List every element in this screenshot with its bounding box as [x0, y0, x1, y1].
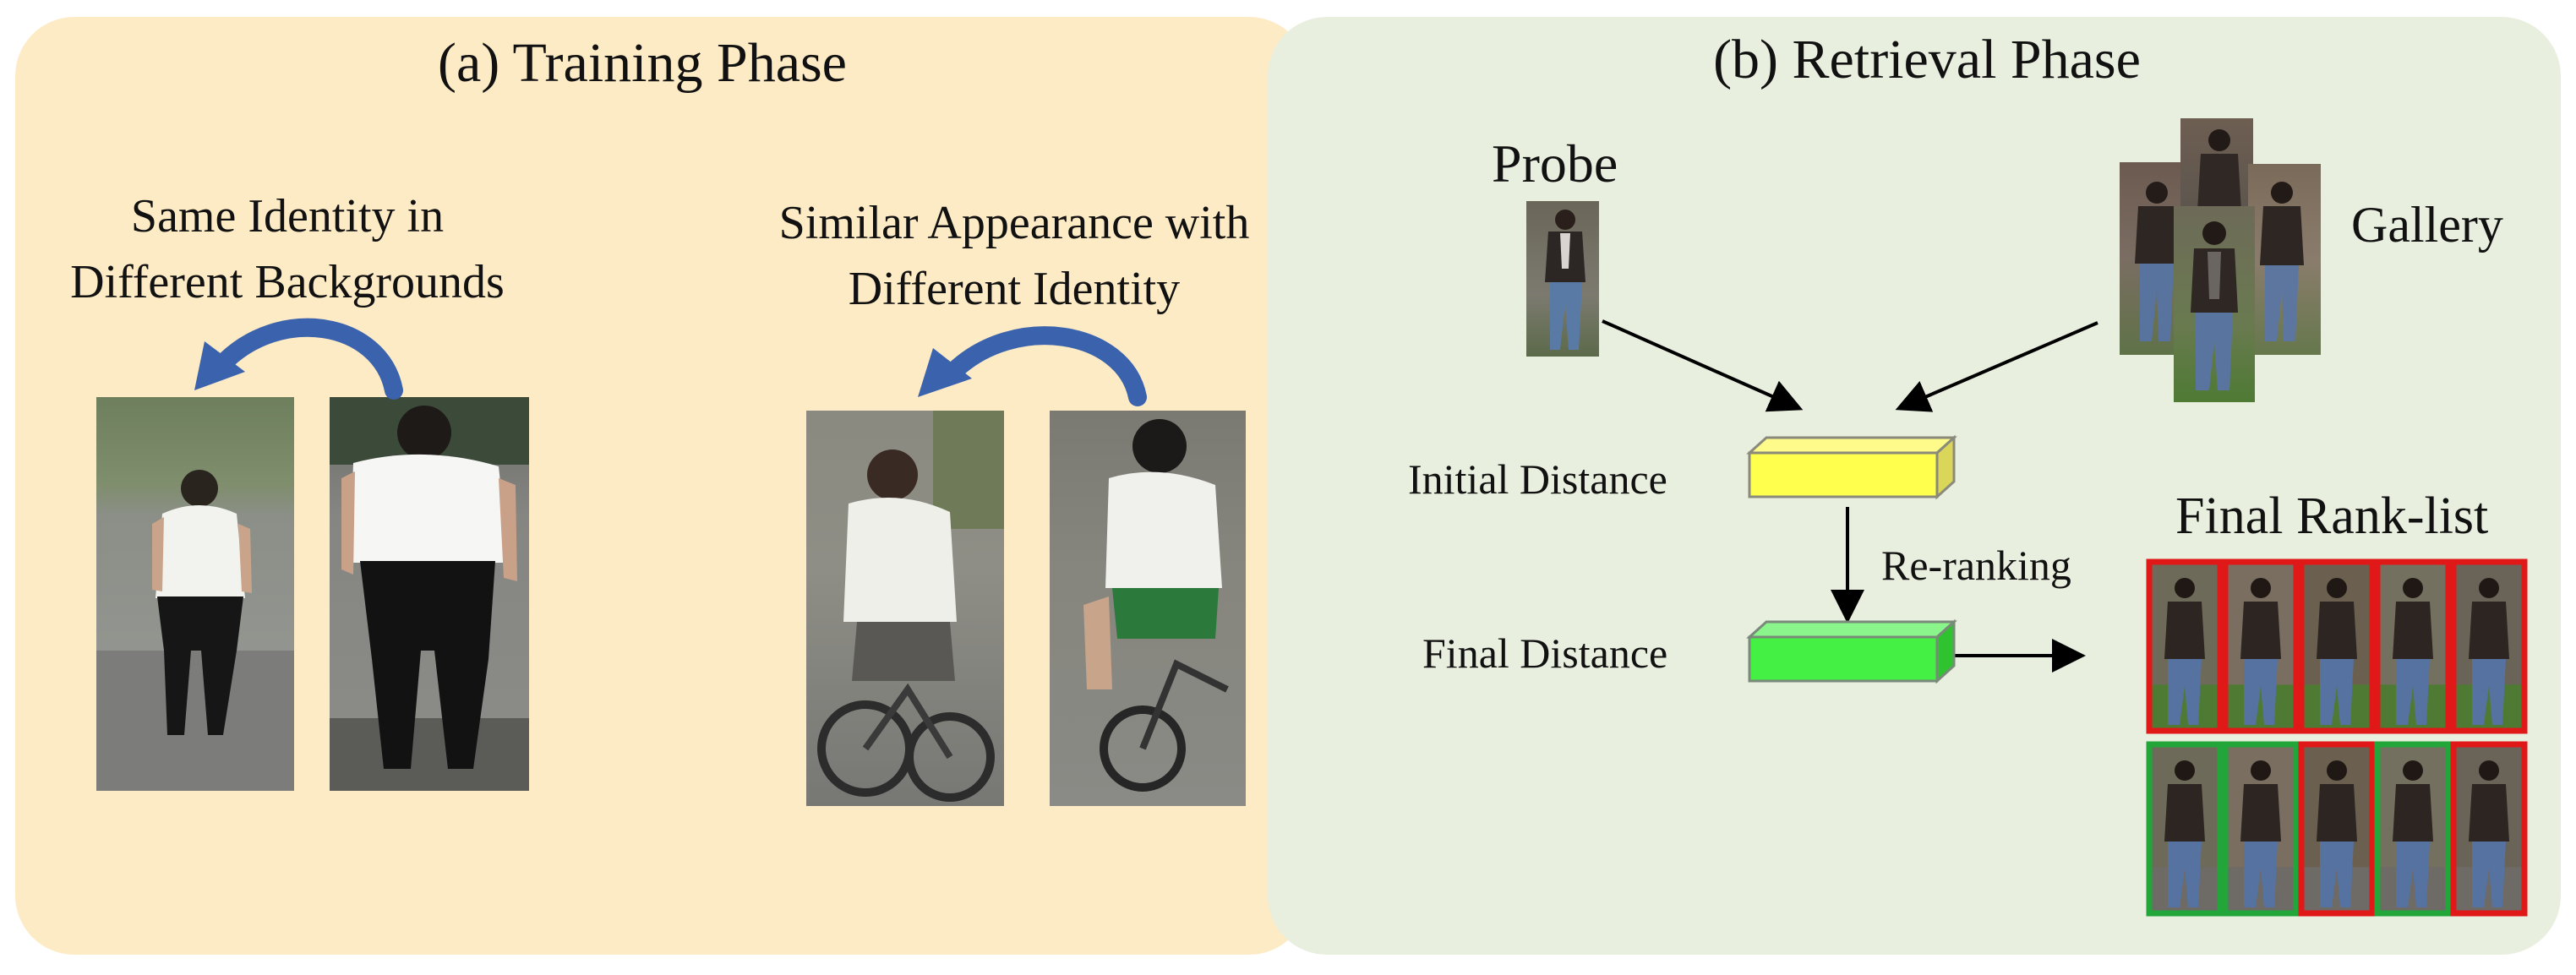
gallery-image-4 [2174, 206, 2255, 402]
ranklist-thumbnail-r2-c5 [2450, 741, 2528, 917]
match-border [2374, 741, 2452, 917]
final-distance-box [1746, 618, 1957, 684]
probe-to-initial-arrow [1602, 319, 1804, 412]
ranklist-thumbnail-r1-c1 [2146, 558, 2224, 734]
similar-appearance-arrowhead [918, 348, 972, 397]
gallery-image-2 [2180, 118, 2253, 211]
same-identity-photo-2 [330, 397, 529, 791]
ranklist-thumbnail-r1-c2 [2222, 558, 2300, 734]
similar-appearance-curved-arrow [944, 326, 1147, 406]
match-border [2146, 741, 2224, 917]
probe-label: Probe [1492, 133, 1618, 193]
ranklist-thumbnail-r2-c4 [2374, 741, 2452, 917]
final-ranklist-grid [2146, 558, 2528, 917]
training-phase-title: (a) Training Phase [438, 32, 847, 94]
mismatch-border [2298, 558, 2376, 734]
initial-distance-box [1746, 434, 1957, 500]
reranking-label: Re-ranking [1881, 542, 2071, 589]
retrieval-phase-title: (b) Retrieval Phase [1713, 29, 2141, 90]
similar-appearance-photo-1 [806, 411, 1004, 806]
gallery-image-3 [2248, 164, 2321, 355]
mismatch-border [2450, 558, 2528, 734]
match-border [2222, 741, 2300, 917]
probe-image [1526, 201, 1599, 357]
same-identity-caption-line1: Same Identity in [130, 190, 445, 242]
mismatch-border [2222, 558, 2300, 734]
ranklist-thumbnail-r2-c2 [2222, 741, 2300, 917]
final-distance-label: Final Distance [1422, 629, 1668, 677]
ranklist-thumbnail-r2-c3 [2298, 741, 2376, 917]
mismatch-border [2374, 558, 2452, 734]
mismatch-border [2298, 741, 2376, 917]
ranklist-thumbnail-r1-c4 [2374, 558, 2452, 734]
mismatch-border [2450, 741, 2528, 917]
mismatch-border [2146, 558, 2224, 734]
same-identity-curved-arrow [212, 318, 403, 400]
final-ranklist-title: Final Rank-list [2175, 488, 2489, 545]
same-identity-arrowhead [194, 341, 245, 390]
similar-appearance-caption-line1: Similar Appearance with [778, 197, 1250, 249]
same-identity-photo-1 [96, 397, 294, 791]
similar-appearance-photo-2 [1050, 411, 1246, 806]
same-identity-caption-line2: Different Backgrounds [70, 256, 505, 308]
initial-distance-label: Initial Distance [1408, 455, 1667, 503]
similar-appearance-caption-line2: Different Identity [848, 263, 1181, 315]
gallery-label: Gallery [2351, 197, 2503, 253]
gallery-to-initial-arrow [1895, 321, 2098, 412]
ranklist-thumbnail-r1-c5 [2450, 558, 2528, 734]
ranklist-thumbnail-r2-c1 [2146, 741, 2224, 917]
ranklist-thumbnail-r1-c3 [2298, 558, 2376, 734]
